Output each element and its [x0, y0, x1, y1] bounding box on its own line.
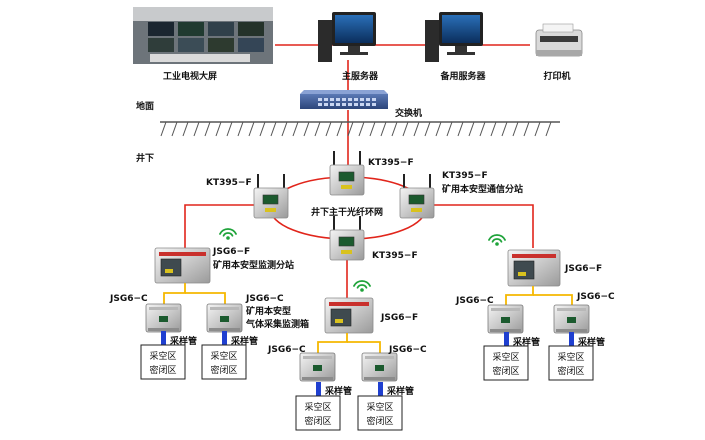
- zone-line-2: 密闭区: [304, 415, 331, 427]
- collector-boxes: [145, 303, 590, 382]
- collector-label: JSG6−C: [388, 345, 427, 355]
- wireless-icon: [353, 280, 371, 292]
- left-station-desc: 矿用本安型监测分站: [213, 259, 294, 271]
- collector-label: JSG6−C: [455, 296, 494, 306]
- main-server-label: 主服务器: [342, 70, 379, 82]
- zone-line-2: 密闭区: [557, 365, 584, 377]
- kt395-node-top: [329, 151, 365, 196]
- tv-wall-label: 工业电视大屏: [163, 70, 217, 82]
- ground-label: 地面: [136, 100, 154, 112]
- backup-server-icon: [425, 12, 483, 62]
- kt395-bottom-label: KT395−F: [372, 251, 418, 261]
- zone-line-1: 采空区: [210, 350, 237, 362]
- zone-line-1: 采空区: [366, 401, 393, 413]
- pipe-label: 采样管: [169, 335, 197, 347]
- zone-boxes: [140, 344, 594, 431]
- wireless-icon: [488, 234, 506, 246]
- kt395-right-label: KT395−F: [442, 171, 488, 181]
- collector-desc-1: 矿用本安型: [246, 305, 291, 317]
- main-server-icon: [318, 12, 376, 62]
- zone-line-2: 密闭区: [149, 364, 176, 376]
- backup-server-label: 备用服务器: [439, 70, 486, 82]
- kt395-left-label: KT395−F: [206, 178, 252, 188]
- zone-line-2: 密闭区: [492, 365, 519, 377]
- pipe-label: 采样管: [324, 385, 352, 397]
- collector-desc-2: 气体采集监测箱: [245, 318, 309, 330]
- left-station-model: JSG6−F: [212, 247, 250, 257]
- collector-label: JSG6−C: [576, 292, 615, 302]
- zone-labels: 采空区 密闭区 采空区 密闭区 采空区 密闭区 采空区 密闭区 采空区 密闭区 …: [149, 350, 584, 427]
- pipe-label: 采样管: [230, 335, 258, 347]
- zone-line-1: 采空区: [557, 351, 584, 363]
- ring-label: 井下主干光纤环网: [311, 206, 383, 218]
- kt395-node-bottom: [329, 216, 365, 261]
- data-links: [163, 283, 573, 353]
- collector-label: JSG6−C: [109, 294, 148, 304]
- kt395-node-right: [399, 174, 435, 219]
- printer-label: 打印机: [543, 70, 570, 82]
- zone-line-1: 采空区: [492, 351, 519, 363]
- wireless-icon: [219, 228, 237, 240]
- kt395-node-left: [253, 174, 289, 219]
- pipe-label: 采样管: [577, 336, 605, 348]
- jsg6f-station-right: [507, 249, 561, 287]
- switch-icon: [300, 90, 388, 109]
- zone-line-1: 采空区: [304, 401, 331, 413]
- collector-label: JSG6−C: [245, 294, 284, 304]
- right-station-model: JSG6−F: [564, 264, 602, 274]
- kt395-right-desc: 矿用本安型通信分站: [442, 183, 523, 195]
- jsg6f-station-middle: [324, 297, 374, 334]
- zone-line-2: 密闭区: [210, 364, 237, 376]
- printer-icon: [535, 23, 583, 57]
- middle-station-model: JSG6−F: [380, 313, 418, 323]
- zone-line-2: 密闭区: [366, 415, 393, 427]
- tv-wall-image: [133, 7, 273, 64]
- station-links: [184, 204, 534, 298]
- collector-label: JSG6−C: [267, 345, 306, 355]
- kt395-top-label: KT395−F: [368, 158, 414, 168]
- underground-label: 井下: [136, 152, 154, 164]
- switch-label: 交换机: [395, 107, 422, 119]
- pipe-label: 采样管: [386, 385, 414, 397]
- zone-line-1: 采空区: [149, 350, 176, 362]
- ground-line: [160, 121, 560, 137]
- sampling-pipes: [161, 331, 574, 396]
- jsg6f-station-left: [154, 247, 211, 284]
- pipe-label: 采样管: [512, 336, 540, 348]
